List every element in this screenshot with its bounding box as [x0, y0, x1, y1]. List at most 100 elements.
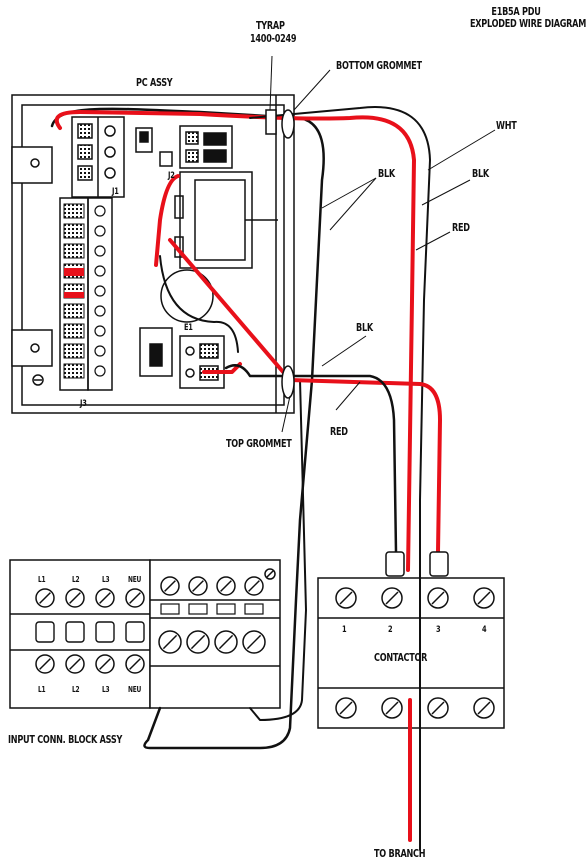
- leader-lines: [269, 55, 496, 433]
- strip-screw: [94, 285, 106, 297]
- label-blk-upper: BLK: [378, 167, 395, 180]
- fuse-screw: [214, 630, 238, 654]
- contactor-terminal-1: 1: [342, 625, 347, 635]
- input-screw: [125, 588, 145, 608]
- strip-cell: [63, 303, 85, 319]
- corner-screw: [264, 568, 276, 580]
- input-label-l3-top: L3: [102, 575, 110, 584]
- contactor-screw-bottom: [335, 697, 357, 719]
- white-wire: [249, 106, 431, 851]
- input-clamp: [65, 621, 85, 643]
- fuse-tab: [216, 603, 236, 615]
- input-clamp: [125, 621, 145, 643]
- contactor-terminal-2: 2: [388, 625, 393, 635]
- black-wire-internal: [159, 255, 239, 353]
- input-screw: [95, 654, 115, 674]
- strip-screw: [94, 265, 106, 277]
- black-wire-bottom-loop: [50, 107, 325, 750]
- label-pc-assy: PC ASSY: [136, 76, 173, 89]
- strip-red-mark: [64, 268, 84, 276]
- diagram-title-line1: E1B5A PDU: [491, 5, 541, 18]
- fuse-tab: [188, 603, 208, 615]
- pc-label-j2: J2: [168, 171, 175, 181]
- label-blk-mid: BLK: [356, 321, 373, 334]
- strip-screw: [94, 345, 106, 357]
- fuse-screw: [242, 630, 266, 654]
- strip-cell: [63, 203, 85, 219]
- pc-assembly: [11, 94, 295, 414]
- contactor-terminal-4: 4: [482, 625, 487, 635]
- label-blk-right: BLK: [472, 167, 489, 180]
- fuse-screw: [158, 630, 182, 654]
- red-wire-mid: [288, 378, 442, 554]
- contactor-screw-bottom: [427, 697, 449, 719]
- contactor-terminal-3: 3: [436, 625, 441, 635]
- input-block-terminals: [35, 568, 276, 674]
- pc-label-j1: J1: [112, 187, 119, 197]
- input-screw: [35, 588, 55, 608]
- label-contactor: CONTACTOR: [374, 651, 428, 664]
- strip-screw: [94, 325, 106, 337]
- strip-screw: [94, 225, 106, 237]
- contactor-screw-top: [381, 587, 403, 609]
- fuse-screw: [216, 576, 236, 596]
- input-screw: [65, 654, 85, 674]
- red-wire-internal: [154, 174, 292, 382]
- contactor-screw-top: [335, 587, 357, 609]
- strip-screw: [94, 245, 106, 257]
- label-tyrap-part: 1400-0249: [250, 32, 297, 45]
- input-label-neu-bottom: NEU: [128, 685, 142, 694]
- fuse-screw: [244, 576, 264, 596]
- strip-cell: [63, 243, 85, 259]
- black-wire-2: [249, 379, 307, 721]
- contactor-screw-bottom: [381, 697, 403, 719]
- pc-label-j3: J3: [80, 399, 87, 409]
- fuse-screw: [186, 630, 210, 654]
- fuse-screw: [160, 576, 180, 596]
- label-red-right: RED: [452, 221, 470, 234]
- label-red-mid: RED: [330, 425, 348, 438]
- input-clamp: [95, 621, 115, 643]
- label-bottom-grommet: BOTTOM GROMMET: [336, 59, 422, 72]
- input-label-l3-bottom: L3: [102, 685, 110, 694]
- black-wire-mid: [224, 364, 398, 554]
- input-clamp: [35, 621, 55, 643]
- strip-cell: [63, 223, 85, 239]
- strip-red-mark: [64, 292, 84, 298]
- red-wire-main: [54, 110, 416, 572]
- label-to-branch: TO BRANCH: [374, 847, 426, 860]
- input-label-neu-top: NEU: [128, 575, 142, 584]
- contactor-screw-top: [473, 587, 495, 609]
- grommets: [265, 109, 295, 399]
- input-label-l2-bottom: L2: [72, 685, 80, 694]
- label-top-grommet: TOP GROMMET: [226, 437, 292, 450]
- fuse-screw: [188, 576, 208, 596]
- ferrules: [385, 551, 449, 577]
- input-screw: [35, 654, 55, 674]
- fuse-tab: [160, 603, 180, 615]
- contactor-terminals: [335, 587, 495, 719]
- wires: [50, 106, 442, 851]
- input-screw: [65, 588, 85, 608]
- contactor-screw-bottom: [473, 697, 495, 719]
- contactor-screw-top: [427, 587, 449, 609]
- fuse-tab: [244, 603, 264, 615]
- strip-cell: [63, 363, 85, 379]
- strip-cell: [63, 323, 85, 339]
- input-label-l1-top: L1: [38, 575, 46, 584]
- label-wht: WHT: [496, 119, 517, 132]
- input-label-l1-bottom: L1: [38, 685, 46, 694]
- input-label-l2-top: L2: [72, 575, 80, 584]
- pc-terminal-strip: [63, 203, 106, 379]
- pc-label-e1: E1: [184, 323, 193, 333]
- label-input-conn-block: INPUT CONN. BLOCK ASSY: [8, 733, 123, 746]
- strip-screw: [94, 305, 106, 317]
- strip-screw: [94, 205, 106, 217]
- input-screw: [95, 588, 115, 608]
- input-screw: [125, 654, 145, 674]
- strip-cell: [63, 343, 85, 359]
- diagram-title-line2: EXPLODED WIRE DIAGRAM: [469, 17, 587, 30]
- strip-screw: [94, 365, 106, 377]
- label-tyrap: TYRAP: [256, 19, 285, 32]
